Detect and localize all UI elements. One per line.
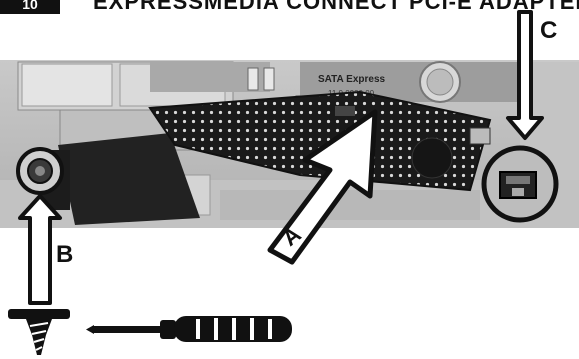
screw-highlight-b	[18, 149, 62, 193]
label-b: B	[56, 241, 73, 268]
card-label-text: SATA Express	[318, 74, 385, 85]
connector-highlight-c	[484, 148, 556, 220]
screw-icon	[8, 309, 70, 355]
label-c: C	[540, 17, 557, 44]
screwdriver-icon	[86, 316, 292, 342]
